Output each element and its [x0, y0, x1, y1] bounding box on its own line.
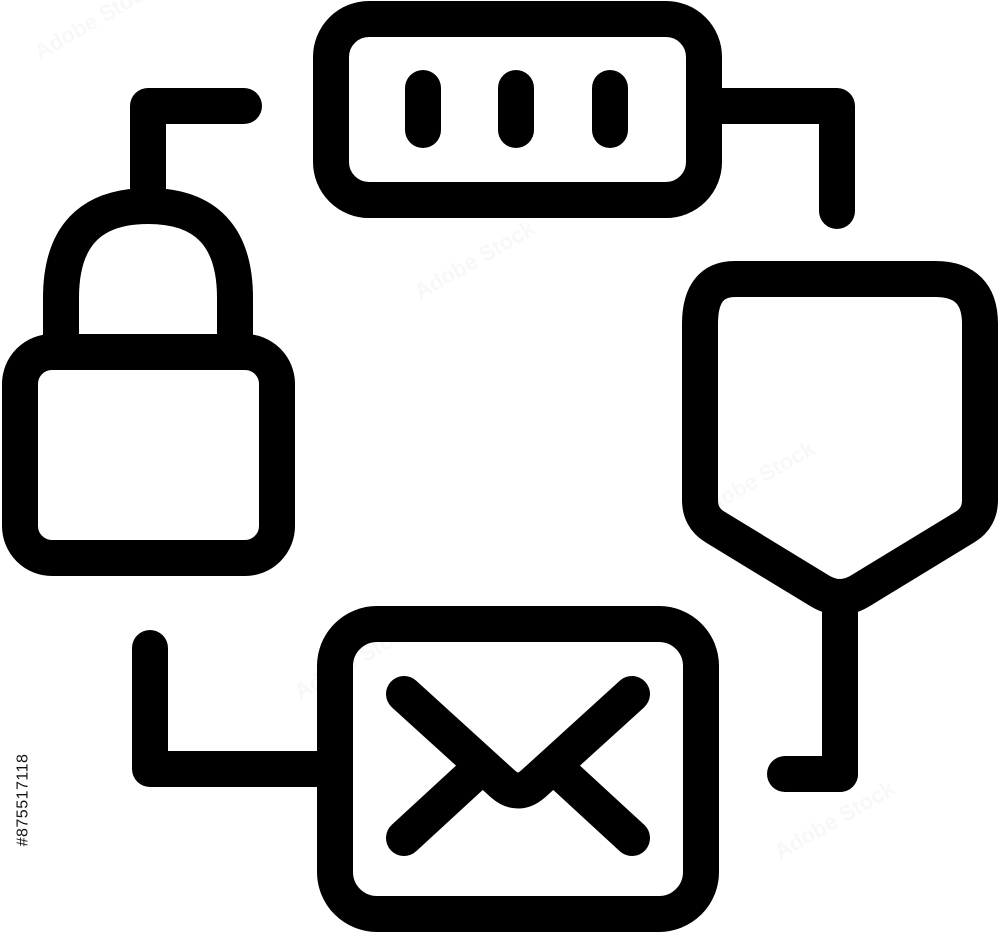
- padlock-shackle: [43, 188, 253, 370]
- padlock-icon: [2, 188, 295, 576]
- connector-left-top: [130, 88, 262, 208]
- connector-bottom-left: [132, 630, 338, 787]
- envelope-leg-right: [538, 750, 650, 856]
- shield-icon: [682, 261, 998, 792]
- watermark-text: Adobe Stock: [410, 215, 540, 304]
- stock-id-text: #875517118: [14, 753, 32, 847]
- cycle-connector-lines: [130, 88, 855, 787]
- connector-top-right: [704, 88, 855, 229]
- envelope-leg-left: [386, 750, 498, 856]
- mail-envelope-icon: [317, 606, 719, 932]
- password-field-icon: [313, 1, 722, 218]
- envelope-flap: [386, 676, 650, 809]
- padlock-body: [2, 334, 295, 576]
- stock-id-label: #875517118: [8, 700, 38, 900]
- watermark-text: Adobe Stock: [30, 0, 160, 64]
